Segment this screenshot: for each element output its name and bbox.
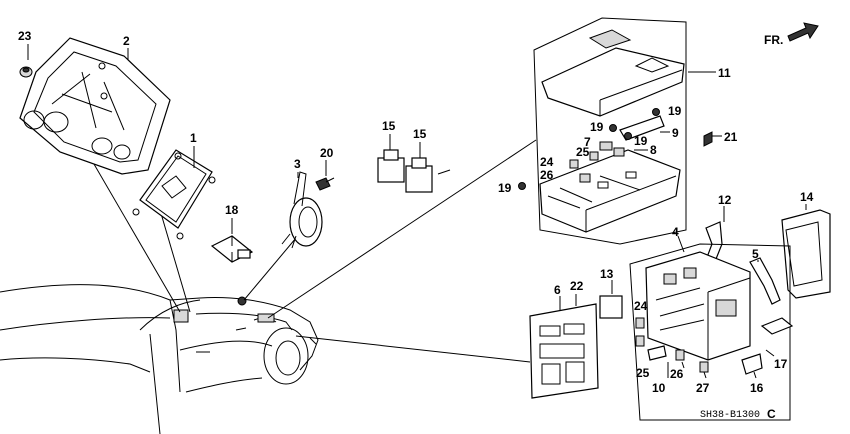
bracket-5 (749, 257, 781, 305)
callout-23: 23 (18, 29, 32, 43)
fuse-box-cover (541, 29, 685, 117)
fuse-26b (675, 349, 685, 361)
callout-20: 20 (320, 146, 334, 160)
fuse-box-frame (533, 17, 687, 245)
callout-19a: 19 (668, 104, 682, 118)
relay-8 (613, 147, 625, 157)
callout-10: 10 (652, 381, 666, 395)
control-unit (132, 149, 216, 240)
dash-fuse-box (645, 251, 751, 361)
callout-19b: 19 (590, 120, 604, 134)
callout-7: 7 (584, 135, 591, 149)
screw-19a (652, 108, 660, 116)
callout-2: 2 (123, 34, 130, 48)
fuse-26a (579, 173, 591, 183)
relay-screw (437, 169, 451, 175)
callout-18: 18 (225, 203, 239, 217)
callout-22: 22 (570, 279, 584, 293)
callout-11: 11 (718, 66, 731, 80)
callout-6: 6 (554, 283, 561, 297)
connector-18 (210, 235, 254, 263)
callout-3: 3 (294, 157, 301, 171)
fuse-box-location-marker (257, 313, 275, 323)
callout-17: 17 (774, 357, 788, 371)
fuse-puller-10 (647, 345, 667, 361)
connector-16 (741, 353, 763, 375)
callout-5: 5 (752, 247, 759, 261)
cover-14 (781, 209, 831, 299)
callout-21: 21 (724, 130, 738, 144)
bolt-20 (315, 177, 335, 191)
relay-15b (405, 157, 433, 193)
module-location-marker (173, 309, 189, 323)
callout-14: 14 (800, 190, 814, 204)
horn (281, 171, 323, 249)
relay-15a (377, 149, 405, 183)
revision-mark: C (767, 407, 776, 421)
callout-9: 9 (672, 126, 679, 140)
under-dash-cover (19, 37, 171, 175)
label-6 (529, 303, 599, 399)
relay-7 (599, 141, 613, 151)
callout-27: 27 (696, 381, 710, 395)
screw-19d (518, 182, 526, 190)
horn-location-marker (237, 296, 247, 306)
relay-13 (599, 295, 623, 319)
callout-1: 1 (190, 131, 197, 145)
callout-4: 4 (672, 225, 679, 239)
callout-19c: 19 (634, 134, 648, 148)
callout-19d: 19 (498, 181, 512, 195)
callout-24b: 24 (634, 299, 648, 313)
fuse-24b (635, 317, 645, 329)
callout-24a: 24 (540, 155, 554, 169)
relay-17 (760, 317, 794, 335)
callout-8: 8 (650, 143, 657, 157)
fuse-25a (589, 151, 599, 161)
fuse-24a (569, 159, 579, 169)
callout-25b: 25 (636, 366, 650, 380)
grommet-23 (19, 66, 33, 78)
callout-15b: 15 (413, 127, 427, 141)
arrow-icon (787, 22, 819, 42)
callout-26a: 26 (540, 168, 554, 182)
screw-19b (609, 124, 617, 132)
callout-26b: 26 (670, 367, 684, 381)
callout-12: 12 (718, 193, 732, 207)
callout-16: 16 (750, 381, 764, 395)
fuse-25b (635, 335, 645, 347)
fuse-27 (699, 361, 709, 373)
screw-19c (624, 132, 632, 140)
front-direction-arrow: FR. (764, 22, 819, 47)
callout-25a: 25 (576, 145, 590, 159)
callout-13: 13 (600, 267, 614, 281)
callout-15a: 15 (382, 119, 396, 133)
direction-label: FR. (764, 33, 783, 47)
vehicle-outline (0, 284, 319, 434)
bolt-21 (703, 131, 713, 147)
dash-fuse-box-frame (629, 243, 791, 421)
underhood-fuse-box (539, 141, 681, 233)
drawing-code: SH38-B1300 (700, 410, 760, 421)
